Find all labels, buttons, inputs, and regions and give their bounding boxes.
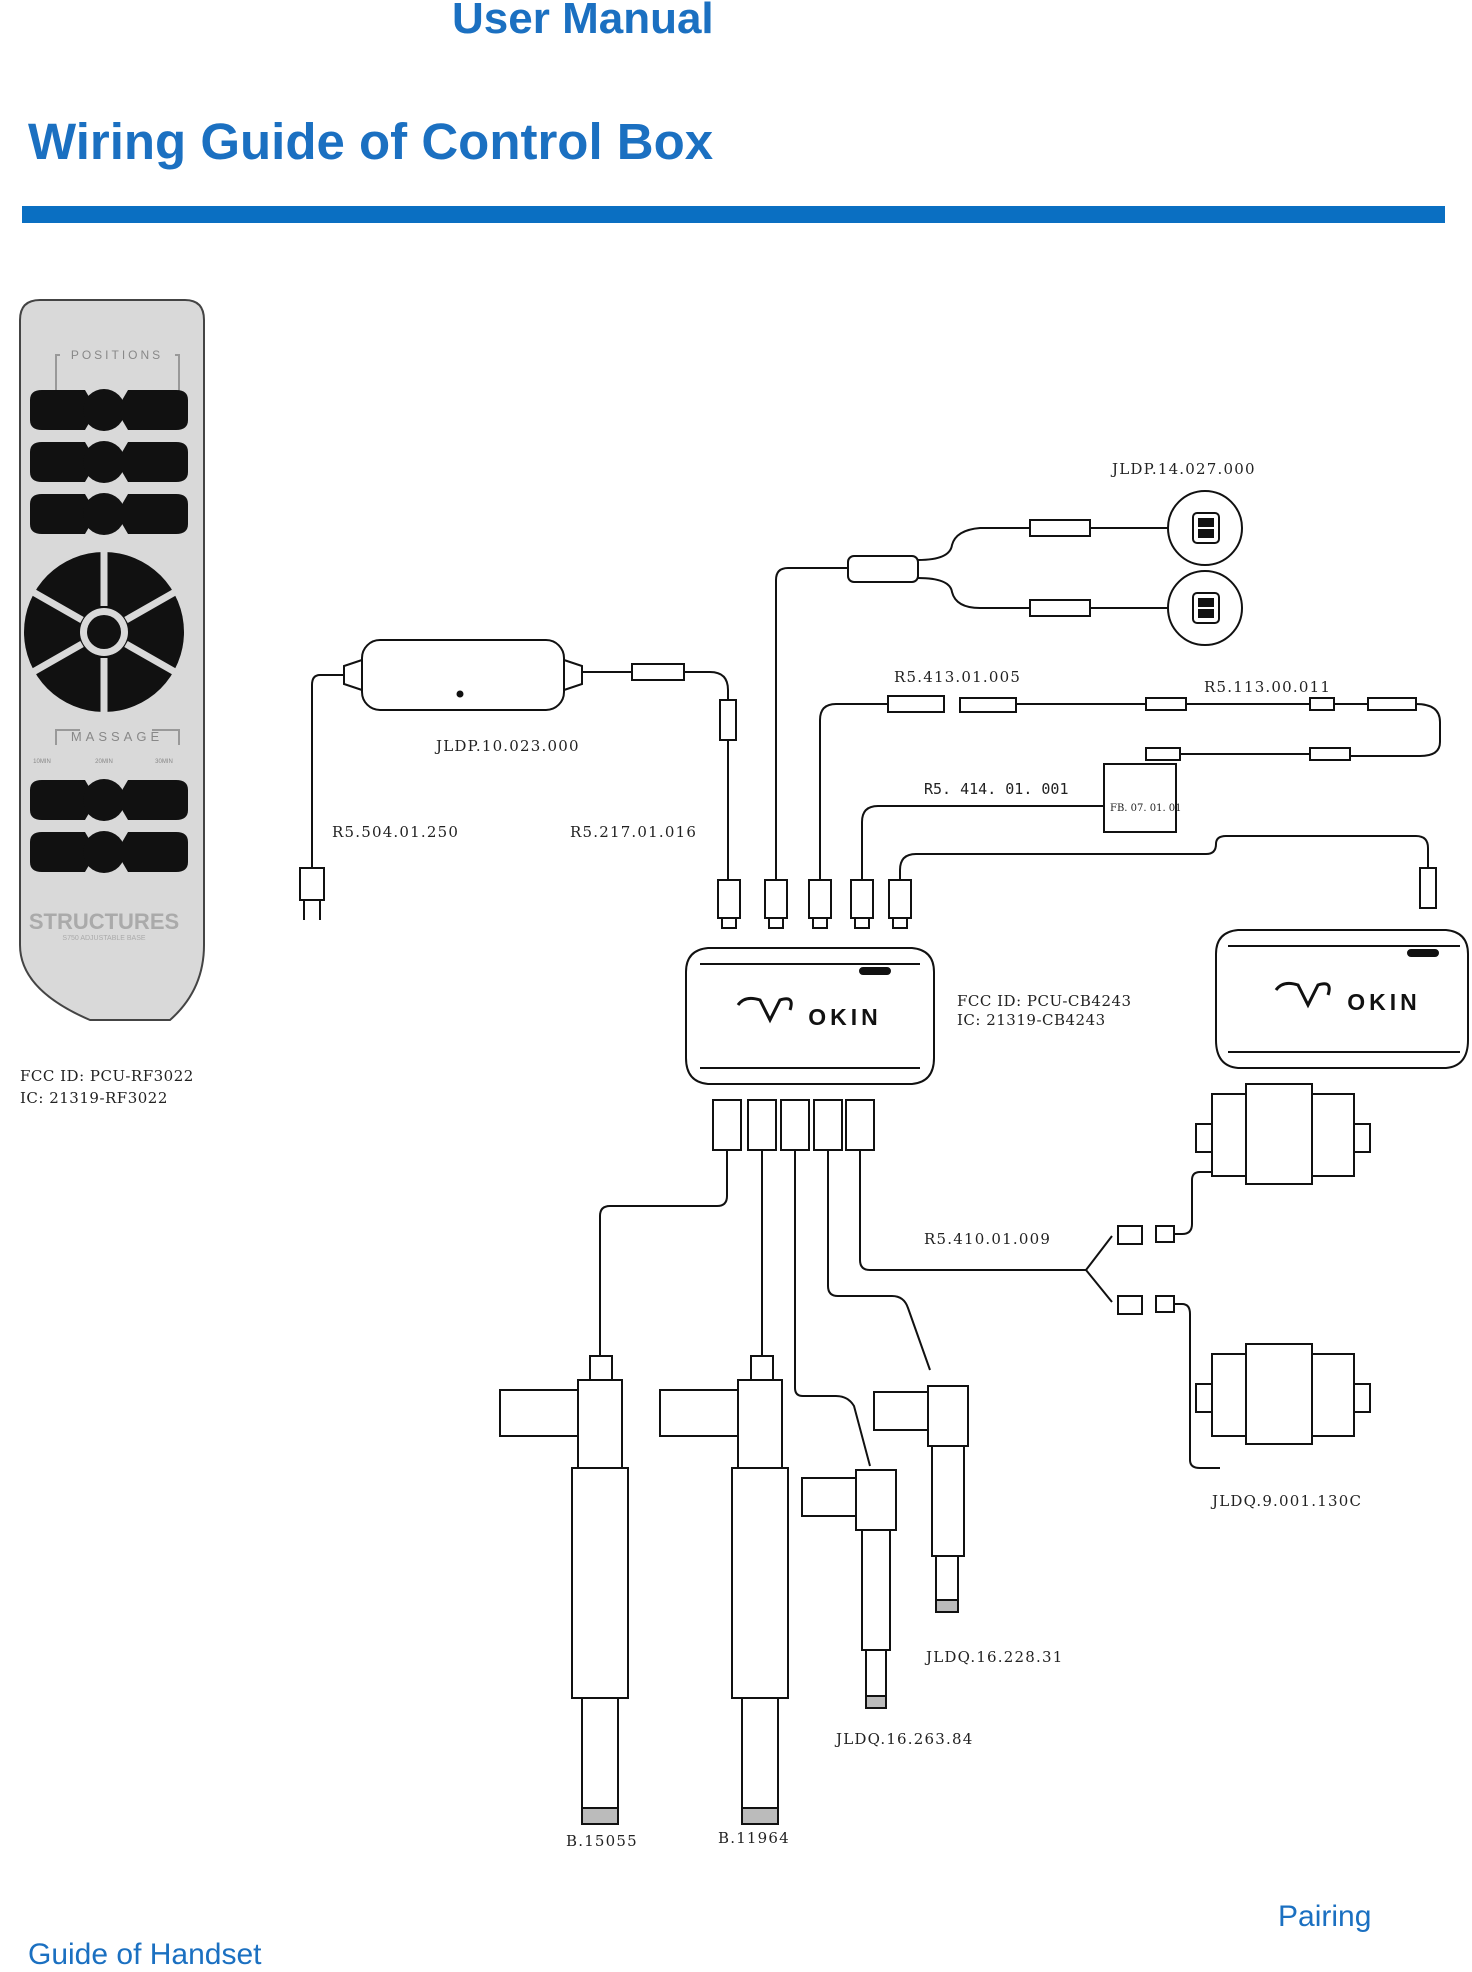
label-cable-217: R5.217.01.016	[570, 823, 698, 841]
label-actuator-263: JLDQ.16.263.84	[836, 1730, 974, 1748]
label-actuator-11964: B.11964	[718, 1829, 790, 1847]
remote-positions-label: POSITIONS	[71, 348, 163, 362]
label-splitter-cable: R5.410.01.009	[924, 1230, 1052, 1248]
label-remote-ic: IC: 21319-RF3022	[20, 1089, 168, 1107]
actuator-15055	[499, 1355, 629, 1825]
usb-hub	[775, 490, 1243, 880]
label-actuator-228: JLDQ.16.228.31	[926, 1648, 1064, 1666]
top-connectors	[717, 879, 912, 929]
label-control-box-ic: IC: 21319-CB4243	[957, 1011, 1106, 1029]
label-fb-box: FB. 07. 01. 01	[1110, 803, 1182, 814]
remote-dpad	[24, 552, 184, 712]
label-power-cord: R5.504.01.250	[332, 823, 460, 841]
actuator-228	[873, 1385, 969, 1613]
link-cable	[899, 835, 1437, 909]
remote-brand-sub: S750 ADJUSTABLE BASE	[62, 935, 145, 942]
title-rule	[22, 206, 1445, 223]
control-box-main: OKIN	[685, 947, 935, 1085]
remote-mode-10: 10MIN	[33, 759, 51, 765]
cable-413-113	[819, 695, 1441, 880]
label-massage-motor: JLDQ.9.001.130C	[1212, 1492, 1363, 1510]
actuator-cables	[599, 1150, 1220, 1469]
bottom-connectors	[712, 1099, 875, 1151]
actuator-11964	[659, 1355, 789, 1825]
cable-414	[861, 763, 1177, 880]
okin-logo-icon	[736, 996, 793, 1024]
control-box-brand: OKIN	[808, 1004, 882, 1030]
massage-motor-bottom	[1195, 1343, 1371, 1445]
power-supply	[299, 639, 737, 920]
okin-logo-icon-2	[1274, 981, 1331, 1009]
massage-motor-top	[1195, 1083, 1371, 1185]
label-actuator-15055: B.15055	[566, 1832, 638, 1850]
label-cable-414: R5. 414. 01. 001	[924, 780, 1069, 798]
remote-mode-30: 30MIN	[155, 759, 173, 765]
label-cable-113: R5.113.00.011	[1204, 678, 1332, 696]
plug-icon	[299, 867, 325, 920]
remote-massage-label: MASSAGE	[71, 729, 163, 744]
manual-title: User Manual	[452, 0, 714, 43]
footer-handset-guide: Guide of Handset	[28, 1938, 262, 1971]
label-remote-fcc: FCC ID: PCU-RF3022	[20, 1067, 194, 1085]
control-box-2-brand: OKIN	[1347, 989, 1421, 1015]
label-power-supply: JLDP.10.023.000	[436, 737, 580, 755]
remote-brand: STRUCTURES	[29, 909, 179, 934]
footer-pairing: Pairing	[1278, 1900, 1372, 1933]
control-box-secondary: OKIN	[1215, 929, 1469, 1069]
label-control-box-fcc: FCC ID: PCU-CB4243	[957, 992, 1132, 1010]
remote-mode-20: 20MIN	[95, 759, 113, 765]
remote-handset: POSITIONS	[19, 299, 205, 1021]
label-cable-413: R5.413.01.005	[894, 668, 1022, 686]
section-title: Wiring Guide of Control Box	[28, 113, 714, 170]
actuator-263	[801, 1469, 897, 1709]
label-usb-hub: JLDP.14.027.000	[1112, 460, 1256, 478]
